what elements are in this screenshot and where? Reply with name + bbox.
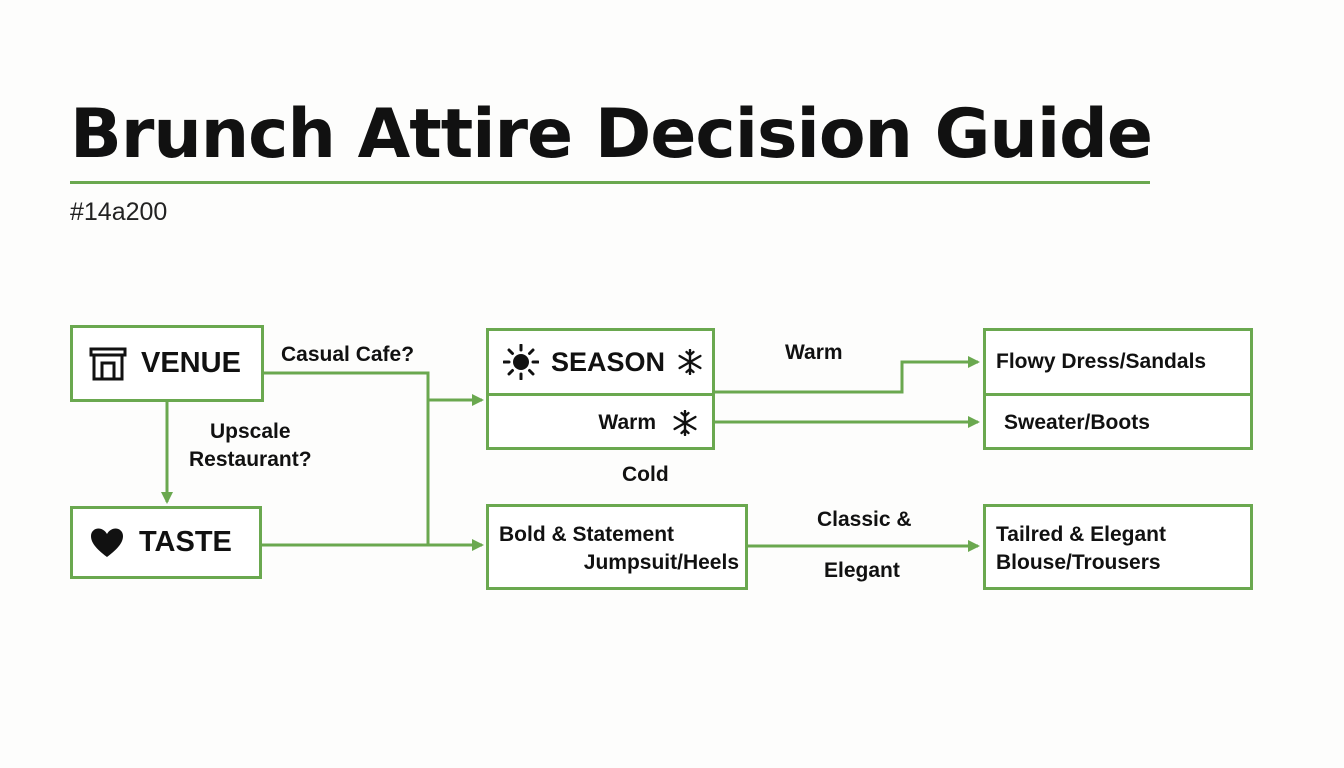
snowflake-icon xyxy=(677,349,703,375)
outfit-divider xyxy=(986,393,1250,396)
tailored-node[interactable]: Tailred & Elegant Blouse/Trousers xyxy=(983,504,1253,590)
outfit-flowy-row: Flowy Dress/Sandals xyxy=(986,331,1250,393)
taste-label: TASTE xyxy=(139,526,232,558)
edge-label-casual: Casual Cafe? xyxy=(281,343,415,366)
outfit-sweater-row: Sweater/Boots xyxy=(986,396,1250,450)
flowy-dress-label: Flowy Dress/Sandals xyxy=(996,350,1207,373)
edge-label-cold: Cold xyxy=(622,463,669,486)
edge-label-classic-2: Elegant xyxy=(824,559,900,582)
season-divider xyxy=(489,393,712,396)
sun-icon xyxy=(503,344,539,380)
season-header-row: SEASON xyxy=(489,331,712,393)
snowflake-icon xyxy=(672,410,698,436)
edge-label-classic-1: Classic & xyxy=(817,508,912,531)
bold-line1: Bold & Statement xyxy=(499,523,675,546)
season-row-label: Warm xyxy=(598,411,656,434)
tailored-line2: Blouse/Trousers xyxy=(996,551,1161,574)
outfit-stack-node[interactable]: Flowy Dress/Sandals Sweater/Boots xyxy=(983,328,1253,450)
season-label: SEASON xyxy=(551,346,666,377)
edge-label-upscale-2: Restaurant? xyxy=(189,448,312,471)
title-underline xyxy=(70,181,1150,184)
sweater-boots-label: Sweater/Boots xyxy=(1004,411,1150,434)
heart-icon xyxy=(89,527,125,559)
edge-venue-to-season xyxy=(263,371,484,406)
bold-line2: Jumpsuit/Heels xyxy=(583,551,739,574)
season-warm-row: Warm xyxy=(489,396,712,450)
venue-node[interactable]: VENUE xyxy=(70,325,264,402)
storefront-icon xyxy=(89,347,127,381)
season-node[interactable]: SEASON Warm xyxy=(486,328,715,450)
edge-label-upscale-1: Upscale xyxy=(210,420,291,443)
edge-label-warm: Warm xyxy=(785,341,843,364)
color-code: #14a200 xyxy=(70,198,168,226)
edge-season-to-flowy xyxy=(713,356,980,394)
bold-statement-node[interactable]: Bold & Statement Jumpsuit/Heels xyxy=(486,504,748,590)
taste-node[interactable]: TASTE xyxy=(70,506,262,579)
venue-label: VENUE xyxy=(141,347,241,379)
tailored-line1: Tailred & Elegant xyxy=(996,523,1166,546)
page-title: Brunch Attire Decision Guide xyxy=(70,95,1153,174)
